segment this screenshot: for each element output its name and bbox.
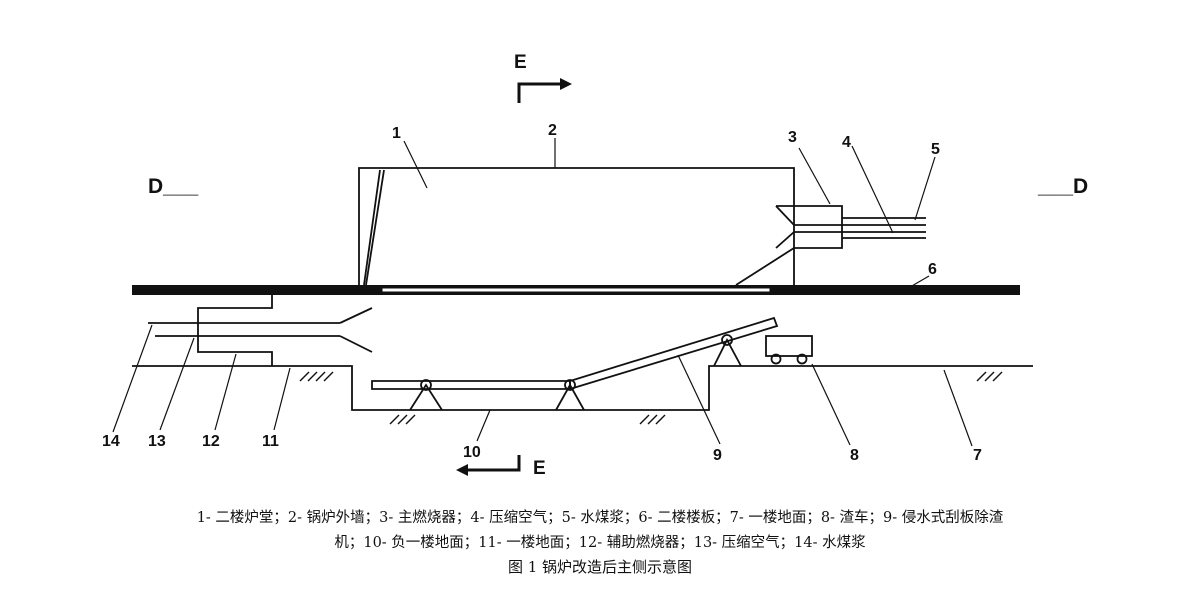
ground-hatching	[299, 371, 1003, 425]
callout-8: 8	[850, 447, 859, 464]
callout-11: 11	[262, 433, 279, 450]
section-arrow-e-bottom	[456, 455, 521, 476]
callout-13: 13	[148, 433, 166, 450]
section-arrow-e-top	[517, 78, 572, 103]
callout-6: 6	[928, 261, 937, 278]
callout-3: 3	[788, 129, 797, 146]
section-label-e-bottom: E	[533, 458, 546, 479]
main-burner	[775, 205, 926, 249]
callout-10: 10	[463, 444, 481, 461]
boiler-outer-wall	[358, 167, 795, 286]
callout-4: 4	[842, 134, 851, 151]
section-label-d-right: ___D	[1037, 175, 1088, 198]
figure-title: 图 1 锅炉改造后主侧示意图	[507, 558, 693, 576]
figure-legend-line-2: 机；10- 负一楼地面；11- 一楼地面；12- 辅助燃烧器；13- 压缩空气；…	[334, 535, 866, 551]
figure-legend-line-1: 1- 二楼炉堂；2- 锅炉外墙；3- 主燃烧器；4- 压缩空气；5- 水煤浆；6…	[196, 510, 1004, 526]
callout-9: 9	[713, 447, 722, 464]
callout-5: 5	[931, 141, 940, 158]
section-label-d-left: D___	[148, 175, 199, 198]
callout-7: 7	[973, 447, 982, 464]
callout-numbers: 1 2 3 4 5 6 7 8 9 10 11 12 13 14	[102, 122, 982, 464]
slag-cart	[765, 335, 813, 365]
callout-14: 14	[102, 433, 120, 450]
floor-lines	[132, 365, 1033, 411]
leader-lines	[112, 138, 973, 447]
scraper-conveyor	[371, 316, 779, 411]
callout-1: 1	[392, 125, 401, 142]
auxiliary-burner	[148, 295, 373, 366]
callout-2: 2	[548, 122, 557, 139]
furnace-floor-opening	[381, 287, 771, 293]
section-label-e-top: E	[514, 52, 527, 73]
boiler-side-view-diagram: E D___ ___D	[102, 52, 1088, 479]
callout-12: 12	[202, 433, 220, 450]
